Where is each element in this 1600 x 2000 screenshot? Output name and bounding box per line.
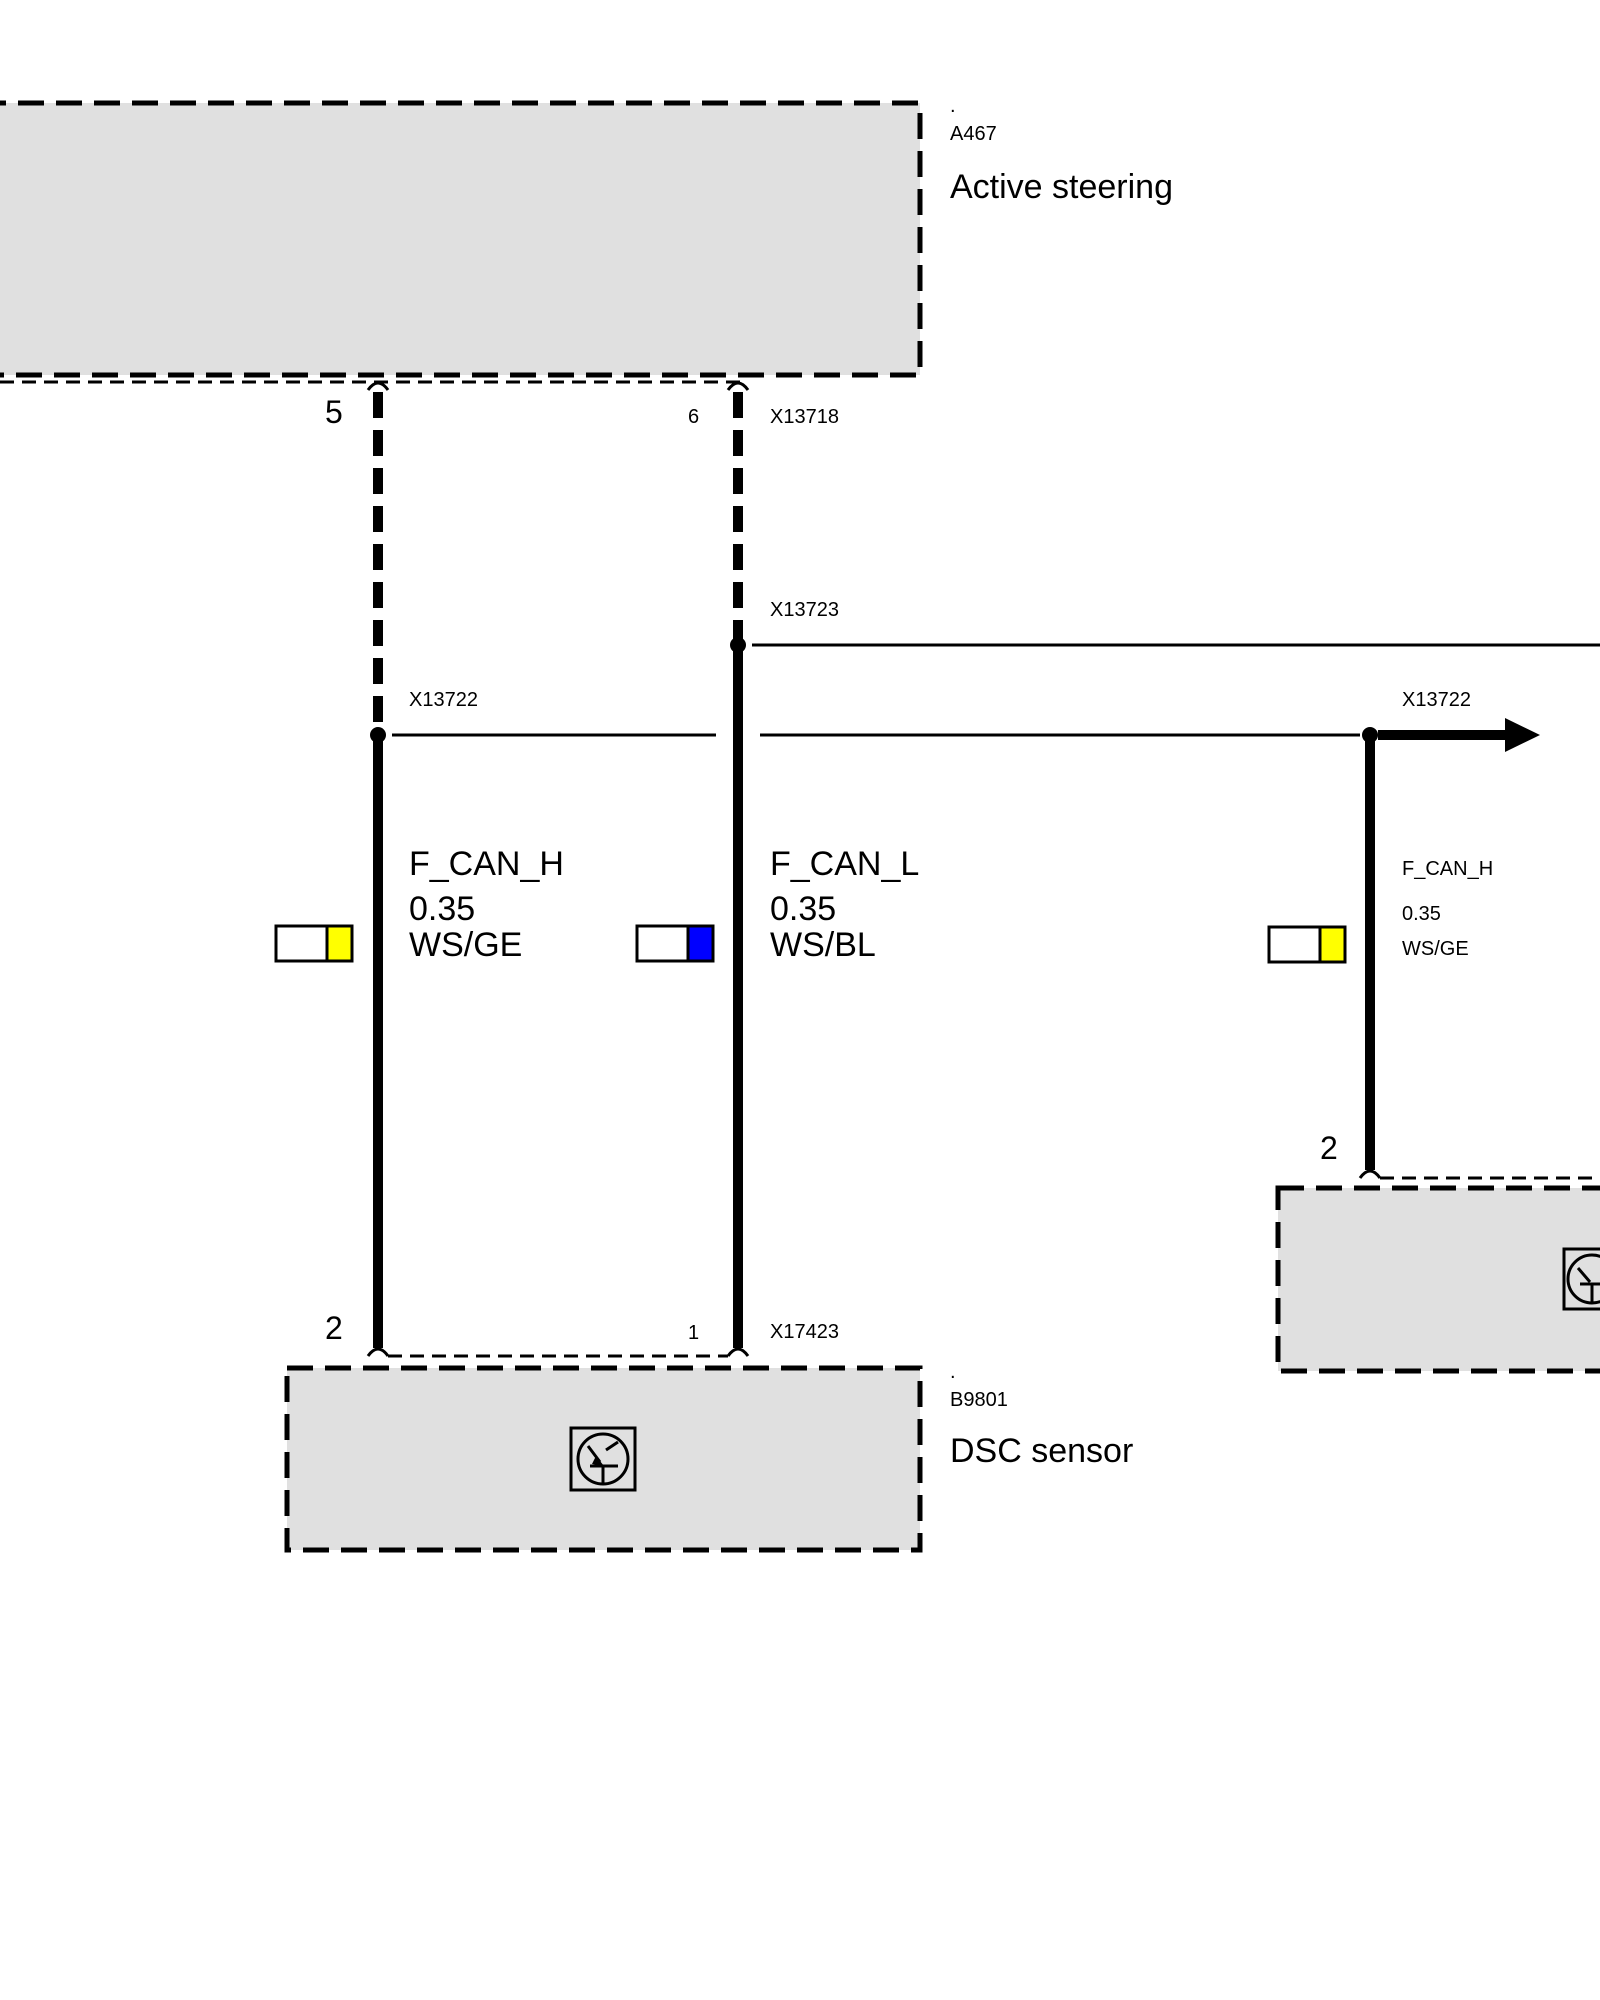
dsc-sensor-name: DSC sensor	[950, 1432, 1133, 1470]
active-steering-module[interactable]	[0, 100, 923, 384]
wire-color-swatch-stripe	[686, 924, 715, 963]
splice-middle-label: X13723	[770, 599, 839, 621]
dsc-sensor-code: B9801	[950, 1389, 1008, 1411]
pin-hook-6	[726, 381, 750, 391]
wire-color-swatch-base	[274, 924, 329, 963]
wire-signal-label: F_CAN_H	[409, 845, 564, 883]
wire-color-label: WS/GE	[409, 926, 522, 964]
right-sensor-box[interactable]	[1275, 1185, 1600, 1374]
wire-gauge-label: 0.35	[770, 890, 836, 928]
dsc-sensor-module[interactable]	[284, 1365, 923, 1553]
pin-hook-right-2	[1358, 1169, 1382, 1179]
continuation-arrow-icon[interactable]	[1505, 718, 1540, 752]
sensor-transistor-icon	[1562, 1247, 1600, 1311]
wire-color-swatch-base	[1267, 925, 1322, 964]
connector-x13718: X13718	[770, 406, 839, 428]
wire-gauge-label: 0.35	[409, 890, 475, 928]
active-steering-pin-5: 5	[325, 394, 343, 430]
pin-hook-dsc-2	[366, 1347, 390, 1357]
pin-hook-dsc-1	[726, 1347, 750, 1357]
splice-left-node[interactable]	[370, 727, 386, 743]
dsc-sensor-dot: .	[950, 1361, 956, 1383]
splice-middle-node[interactable]	[730, 637, 746, 653]
pin-hook-5	[366, 381, 390, 391]
wire-color-label: WS/BL	[770, 926, 876, 964]
active-steering-dot: .	[950, 95, 956, 117]
active-steering-box[interactable]	[0, 100, 923, 378]
dsc-sensor-pin-2: 2	[325, 1310, 343, 1346]
sensor-transistor-icon	[569, 1426, 637, 1492]
active-steering-code: A467	[950, 123, 997, 145]
wire-gauge-label: 0.35	[1402, 903, 1441, 925]
wire-signal-label: F_CAN_L	[770, 845, 919, 883]
dsc-sensor-pin-1: 1	[688, 1322, 699, 1344]
splice-left-label: X13722	[409, 689, 478, 711]
active-steering-pin-6: 6	[688, 406, 699, 428]
right-sensor-module[interactable]	[1275, 1185, 1600, 1374]
right-sensor-pin-2: 2	[1320, 1130, 1338, 1166]
connector-x17423: X17423	[770, 1321, 839, 1343]
wire-color-swatch-stripe	[325, 924, 354, 963]
dsc-sensor-box[interactable]	[284, 1365, 923, 1553]
splice-right-label: X13722	[1402, 689, 1471, 711]
wire-color-swatch-stripe	[1318, 925, 1347, 964]
wire-color-label: WS/GE	[1402, 938, 1469, 960]
splice-right-node[interactable]	[1362, 727, 1378, 743]
active-steering-name: Active steering	[950, 168, 1173, 206]
wire-signal-label: F_CAN_H	[1402, 858, 1493, 880]
wire-color-swatch-base	[635, 924, 690, 963]
